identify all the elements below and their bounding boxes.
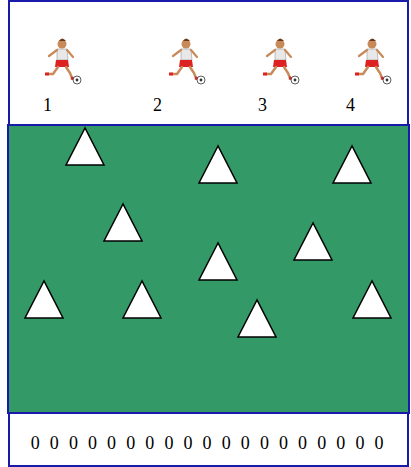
player-number: 4 bbox=[346, 96, 355, 114]
player-number: 3 bbox=[258, 96, 267, 114]
cone bbox=[333, 146, 371, 183]
queue-band: 0 0 0 0 0 0 0 0 0 0 0 0 0 0 0 0 0 0 0 bbox=[8, 412, 409, 467]
cone bbox=[123, 281, 161, 318]
cones bbox=[25, 128, 391, 337]
player-number: 1 bbox=[43, 96, 52, 114]
cone bbox=[66, 128, 104, 165]
player-figure bbox=[263, 39, 299, 85]
cone bbox=[294, 223, 332, 260]
cone bbox=[25, 281, 63, 318]
player-figure bbox=[169, 39, 205, 85]
cone bbox=[199, 146, 237, 183]
player-figure bbox=[355, 39, 391, 85]
cone bbox=[238, 300, 276, 337]
cone bbox=[199, 243, 237, 280]
player-number: 2 bbox=[153, 96, 162, 114]
pitch-field bbox=[8, 125, 409, 413]
player-band: 1 2 3 4 bbox=[8, 0, 409, 126]
waiting-players: 0 0 0 0 0 0 0 0 0 0 0 0 0 0 0 0 0 0 0 bbox=[31, 434, 387, 452]
player-figure bbox=[45, 39, 81, 85]
cone bbox=[353, 281, 391, 318]
cone bbox=[104, 204, 142, 241]
